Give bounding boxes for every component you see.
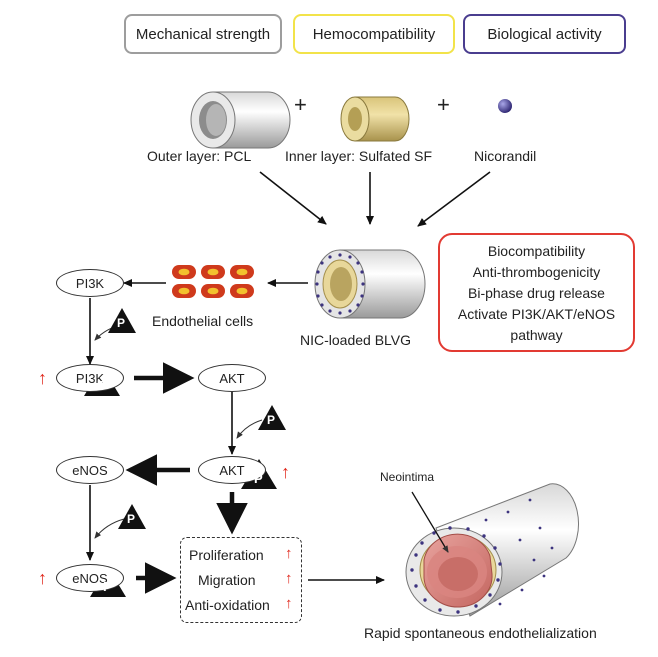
upregulation-arrow: ↑ (285, 545, 293, 562)
effect-item: Bi-phase drug release (468, 285, 605, 301)
nicorandil-particle-icon (498, 99, 512, 113)
phosphate-curve-3 (94, 518, 125, 539)
outcome-label: Migration (198, 572, 256, 588)
pi3k-label: PI3K (75, 370, 105, 386)
upregulation-arrow: ↑ (285, 570, 293, 587)
arrow-neointima-pointer (411, 491, 449, 553)
upregulation-arrow: ↑ (38, 568, 47, 588)
phosphate-curve-2 (236, 419, 263, 439)
phosphate-label: P (127, 512, 136, 526)
phosphate-label: P (117, 316, 126, 330)
effect-item: Anti-thrombogenicity (472, 264, 601, 280)
biological-activity-label: Biological activity (487, 25, 602, 43)
enos-phosphorylated-node: eNOS (56, 564, 124, 592)
enos-node: eNOS (56, 456, 124, 484)
phosphate-triangle-2 (258, 405, 286, 430)
pi3k-node: PI3K (56, 269, 124, 297)
graft-effects-box: Biocompatibility Anti-thrombogenicity Bi… (438, 233, 635, 352)
effect-item: Activate PI3K/AKT/eNOS (457, 306, 616, 322)
outcome-label: Anti-oxidation (185, 597, 270, 613)
phosphate-triangle-3 (118, 504, 146, 529)
neointima-label: Neointima (380, 470, 435, 484)
inner-layer-label: Inner layer: Sulfated SF (285, 148, 433, 164)
pi3k-label: PI3K (75, 275, 105, 291)
phosphate-label: P (267, 413, 276, 427)
akt-label: AKT (219, 370, 245, 386)
final-outcome-label: Rapid spontaneous endothelialization (364, 625, 597, 641)
outer-layer-label: Outer layer: PCL (147, 148, 252, 164)
endothelial-cells-label: Endothelial cells (152, 313, 254, 329)
arrow-nic-to-graft (417, 171, 491, 227)
akt-node: AKT (198, 364, 266, 392)
mechanical-strength-box: Mechanical strength (124, 14, 282, 54)
upregulation-arrow: ↑ (281, 462, 290, 482)
enos-label: eNOS (72, 570, 108, 586)
effect-item: pathway (510, 327, 563, 343)
phosphate-label: P (103, 579, 112, 594)
hemocompatibility-box: Hemocompatibility (293, 14, 455, 54)
graft-label: NIC-loaded BLVG (300, 332, 412, 348)
upregulation-arrow: ↑ (38, 368, 47, 388)
nicorandil-label: Nicorandil (474, 148, 537, 164)
akt-phosphorylated-node: AKT (198, 456, 266, 484)
endothelialized-graft-icon (405, 483, 579, 617)
sulfated-sf-tube-icon (340, 96, 410, 142)
upregulation-arrow: ↑ (285, 595, 293, 612)
hemocompatibility-label: Hemocompatibility (312, 25, 436, 43)
effect-item: Biocompatibility (487, 243, 586, 259)
arrow-pcl-to-graft (259, 171, 327, 225)
biological-activity-box: Biological activity (463, 14, 626, 54)
endothelial-cells-icon (172, 265, 254, 298)
outcome-label: Proliferation (189, 547, 264, 563)
mechanical-strength-label: Mechanical strength (135, 25, 271, 43)
outcomes-box: Proliferation ↑ Migration ↑ Anti-oxidati… (180, 537, 302, 623)
plus-sign-1: + (294, 92, 307, 117)
pi3k-phosphorylated-node: PI3K (56, 364, 124, 392)
nic-loaded-graft-icon (314, 249, 426, 319)
plus-sign-2: + (437, 92, 450, 117)
enos-label: eNOS (72, 462, 108, 478)
phosphate-triangle-1 (108, 308, 136, 333)
akt-label: AKT (219, 462, 245, 478)
phosphate-label: P (254, 471, 263, 486)
pcl-tube-icon (190, 91, 291, 149)
phosphate-label: P (97, 378, 106, 393)
